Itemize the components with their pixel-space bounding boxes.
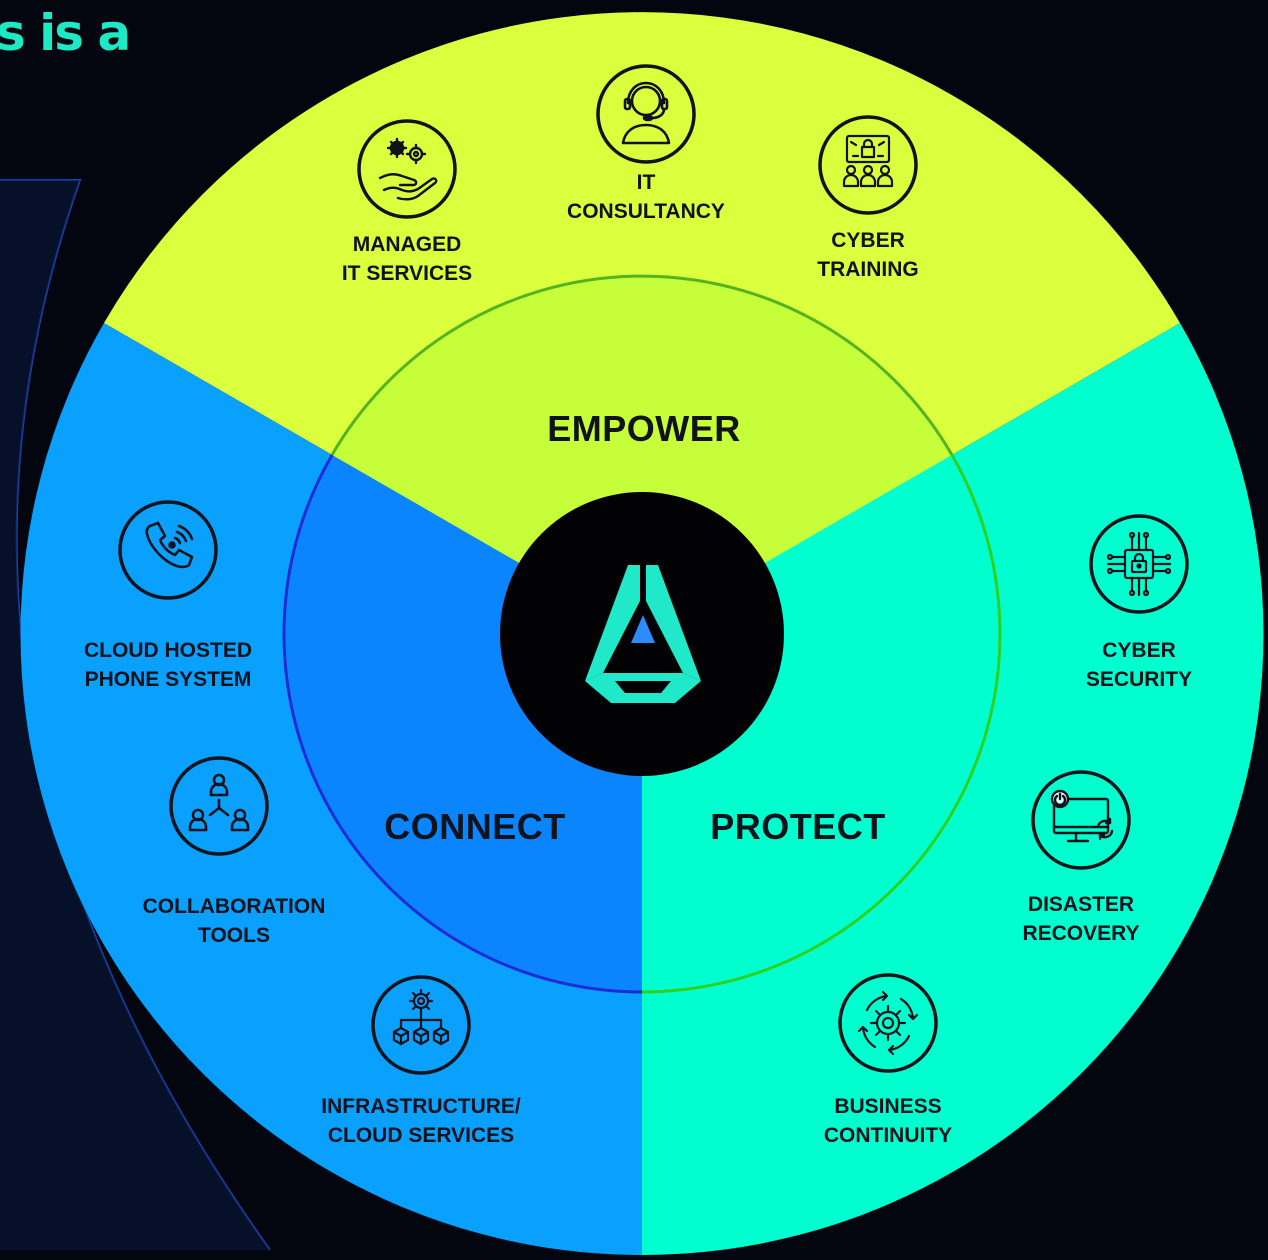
hand-gears-icon: [356, 118, 458, 220]
gear-hierarchy-icon: [370, 974, 472, 1076]
monitor-restore-icon: [1030, 769, 1132, 871]
classroom-lock-icon: [817, 114, 919, 216]
circuit-lock-icon: [1088, 513, 1190, 615]
empower-inner-segment: [332, 276, 952, 634]
it-consultancy-label: IT CONSULTANCY: [567, 171, 725, 223]
empower-title: EMPOWER: [547, 408, 741, 449]
disaster-recovery-label: DISASTER RECOVERY: [1022, 893, 1140, 945]
connect-ring-outline: [282, 454, 643, 994]
protect-ring-outline: [641, 454, 1002, 994]
gear-cycle-icon: [837, 972, 939, 1074]
ahead-a-logo-icon: [585, 565, 701, 703]
cloud-phone-system-label: CLOUD HOSTED PHONE SYSTEM: [84, 639, 252, 691]
phone-call-icon: [117, 499, 219, 601]
empower-ring-outline: [330, 274, 954, 456]
business-continuity-label: BUSINESS CONTINUITY: [823, 1095, 953, 1147]
protect-title: PROTECT: [710, 806, 886, 847]
headset-person-icon: [595, 63, 697, 165]
infrastructure-cloud-label: INFRASTRUCTURE/ CLOUD SERVICES: [321, 1095, 521, 1147]
collaboration-tools-label: COLLABORATION TOOLS: [142, 895, 326, 947]
connect-title: CONNECT: [384, 806, 566, 847]
headline-text: s is a: [0, 4, 131, 62]
managed-it-services-label: MANAGED IT SERVICES: [341, 233, 473, 285]
cyber-training-label: CYBER TRAINING: [817, 229, 919, 281]
cyber-security-label: CYBER SECURITY: [1085, 639, 1193, 691]
people-network-icon: [168, 755, 270, 857]
